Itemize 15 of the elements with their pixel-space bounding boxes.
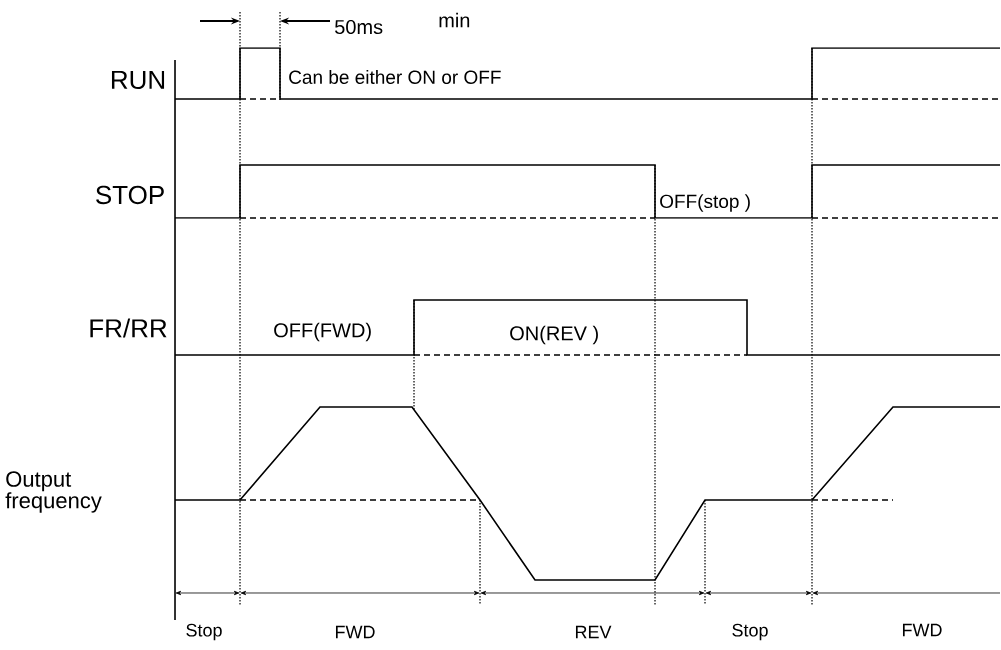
dimension-note: min — [439, 12, 470, 28]
phase-label: FWD — [336, 625, 375, 639]
state-label: OFF(FWD) — [274, 322, 371, 342]
state-note: Can be either ON or OFF — [289, 70, 501, 84]
phase-label: Stop — [186, 623, 222, 641]
dimension-label: 50ms — [335, 19, 383, 35]
state-label: ON(REV ) — [510, 325, 598, 345]
signal-name: STOP — [96, 185, 164, 205]
signal-name: FR/RR — [90, 318, 167, 338]
phase-label: Stop — [732, 623, 768, 641]
state-label: OFF(stop ) — [660, 194, 750, 212]
signal-name: RUN — [112, 70, 165, 90]
phase-label: REV — [576, 625, 612, 639]
phase-label: FWD — [903, 623, 942, 637]
signal-name: Output frequency — [5, 471, 102, 513]
